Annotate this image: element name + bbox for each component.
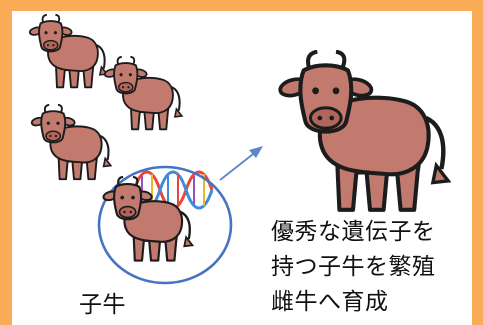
cow-icon: [30, 104, 112, 181]
frame-top-border: [0, 0, 483, 11]
selection-circle: [97, 165, 233, 285]
result-caption: 優秀な遺伝子を 持つ子牛を繁殖 雌牛へ育成: [271, 215, 436, 320]
cow-icon: [103, 56, 183, 131]
frame-right-border: [472, 0, 483, 325]
result-caption-line: 持つ子牛を繁殖: [271, 254, 436, 280]
frame-left-border: [0, 0, 12, 325]
result-caption-line: 優秀な遺伝子を: [271, 219, 436, 245]
cow-icon: [278, 52, 448, 210]
calf-label: 子牛: [79, 292, 126, 318]
result-caption-line: 雌牛へ育成: [271, 289, 389, 315]
cow-icon: [28, 14, 108, 89]
arrow-icon: [219, 146, 263, 181]
